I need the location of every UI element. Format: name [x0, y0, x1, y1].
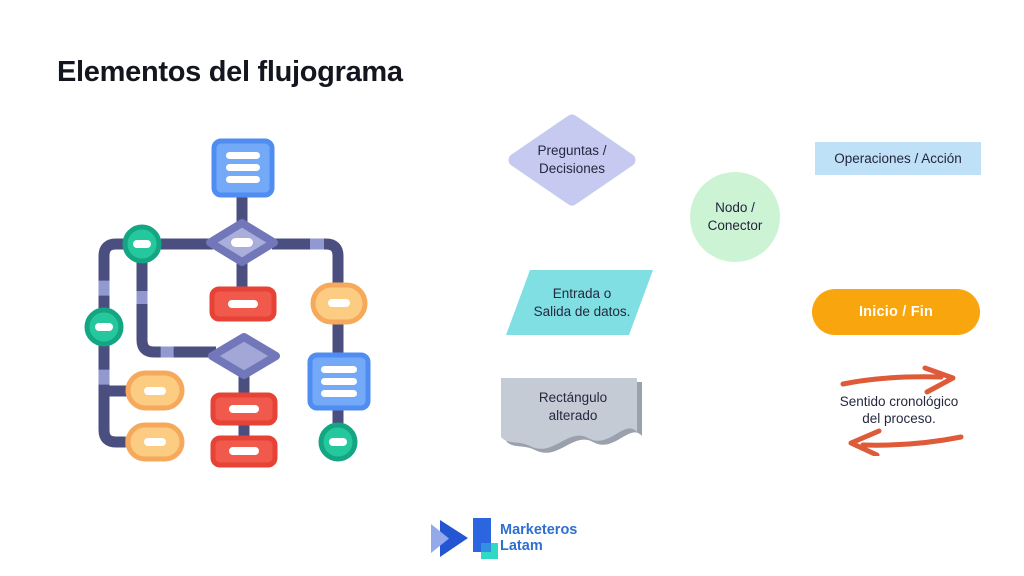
node-circle-icon	[84, 307, 124, 347]
legend-node-label: Nodo / Conector	[707, 200, 763, 233]
decision-diamond-shape-icon	[508, 114, 636, 206]
node-circle-icon	[122, 224, 162, 264]
brand-name: Marketeros Latam	[500, 522, 577, 554]
legend-operations-shape: Operaciones / Acción	[815, 142, 981, 175]
decision-diamond-icon	[206, 219, 278, 266]
legend-node-shape: Nodo / Conector	[690, 172, 780, 262]
connector-left-loop	[98, 238, 213, 448]
legend-altered-rect-shape: Rectángulo alterado	[498, 375, 648, 463]
brand-name-line2: Latam	[500, 538, 543, 555]
action-box-icon	[210, 392, 278, 426]
legend-terminator-label: Inicio / Fin	[858, 304, 934, 320]
legend-io-shape: Entrada o Salida de datos.	[506, 269, 654, 336]
arrow-left-icon	[848, 428, 964, 456]
page-title: Elementos del flujograma	[57, 56, 403, 88]
legend-altered-rect-label: Rectángulo alterado	[538, 390, 608, 423]
altered-rectangle-icon	[501, 378, 642, 453]
legend-terminator-shape: Inicio / Fin	[812, 289, 980, 335]
legend-direction-label: Sentido cronológico del proceso.	[839, 394, 959, 426]
legend-decision-shape: Preguntas / Decisiones	[508, 114, 636, 206]
connector-to-diamond2	[136, 261, 216, 358]
connector-right-column	[272, 238, 344, 427]
io-parallelogram-icon	[506, 270, 653, 335]
legend-operations-label: Operaciones / Acción	[834, 151, 962, 166]
arrow-right-icon	[840, 365, 956, 395]
flowchart-illustration	[84, 138, 371, 468]
marketeros-latam-logo-icon	[431, 518, 498, 559]
legend-io-label: Entrada o Salida de datos.	[533, 285, 631, 319]
terminator-pill-icon	[125, 422, 185, 462]
terminator-pill-icon	[125, 370, 185, 411]
terminator-pill-icon	[310, 282, 368, 325]
process-box-icon	[307, 352, 371, 411]
brand-logo: Marketeros Latam	[428, 516, 598, 562]
action-box-icon	[210, 435, 278, 468]
process-box-icon	[211, 138, 275, 198]
action-box-icon	[209, 286, 277, 322]
node-circle-icon	[318, 422, 358, 462]
decision-diamond-icon	[208, 333, 280, 379]
legend-decision-label: Preguntas / Decisiones	[537, 143, 607, 176]
brand-name-line1: Marketeros	[500, 522, 578, 538]
